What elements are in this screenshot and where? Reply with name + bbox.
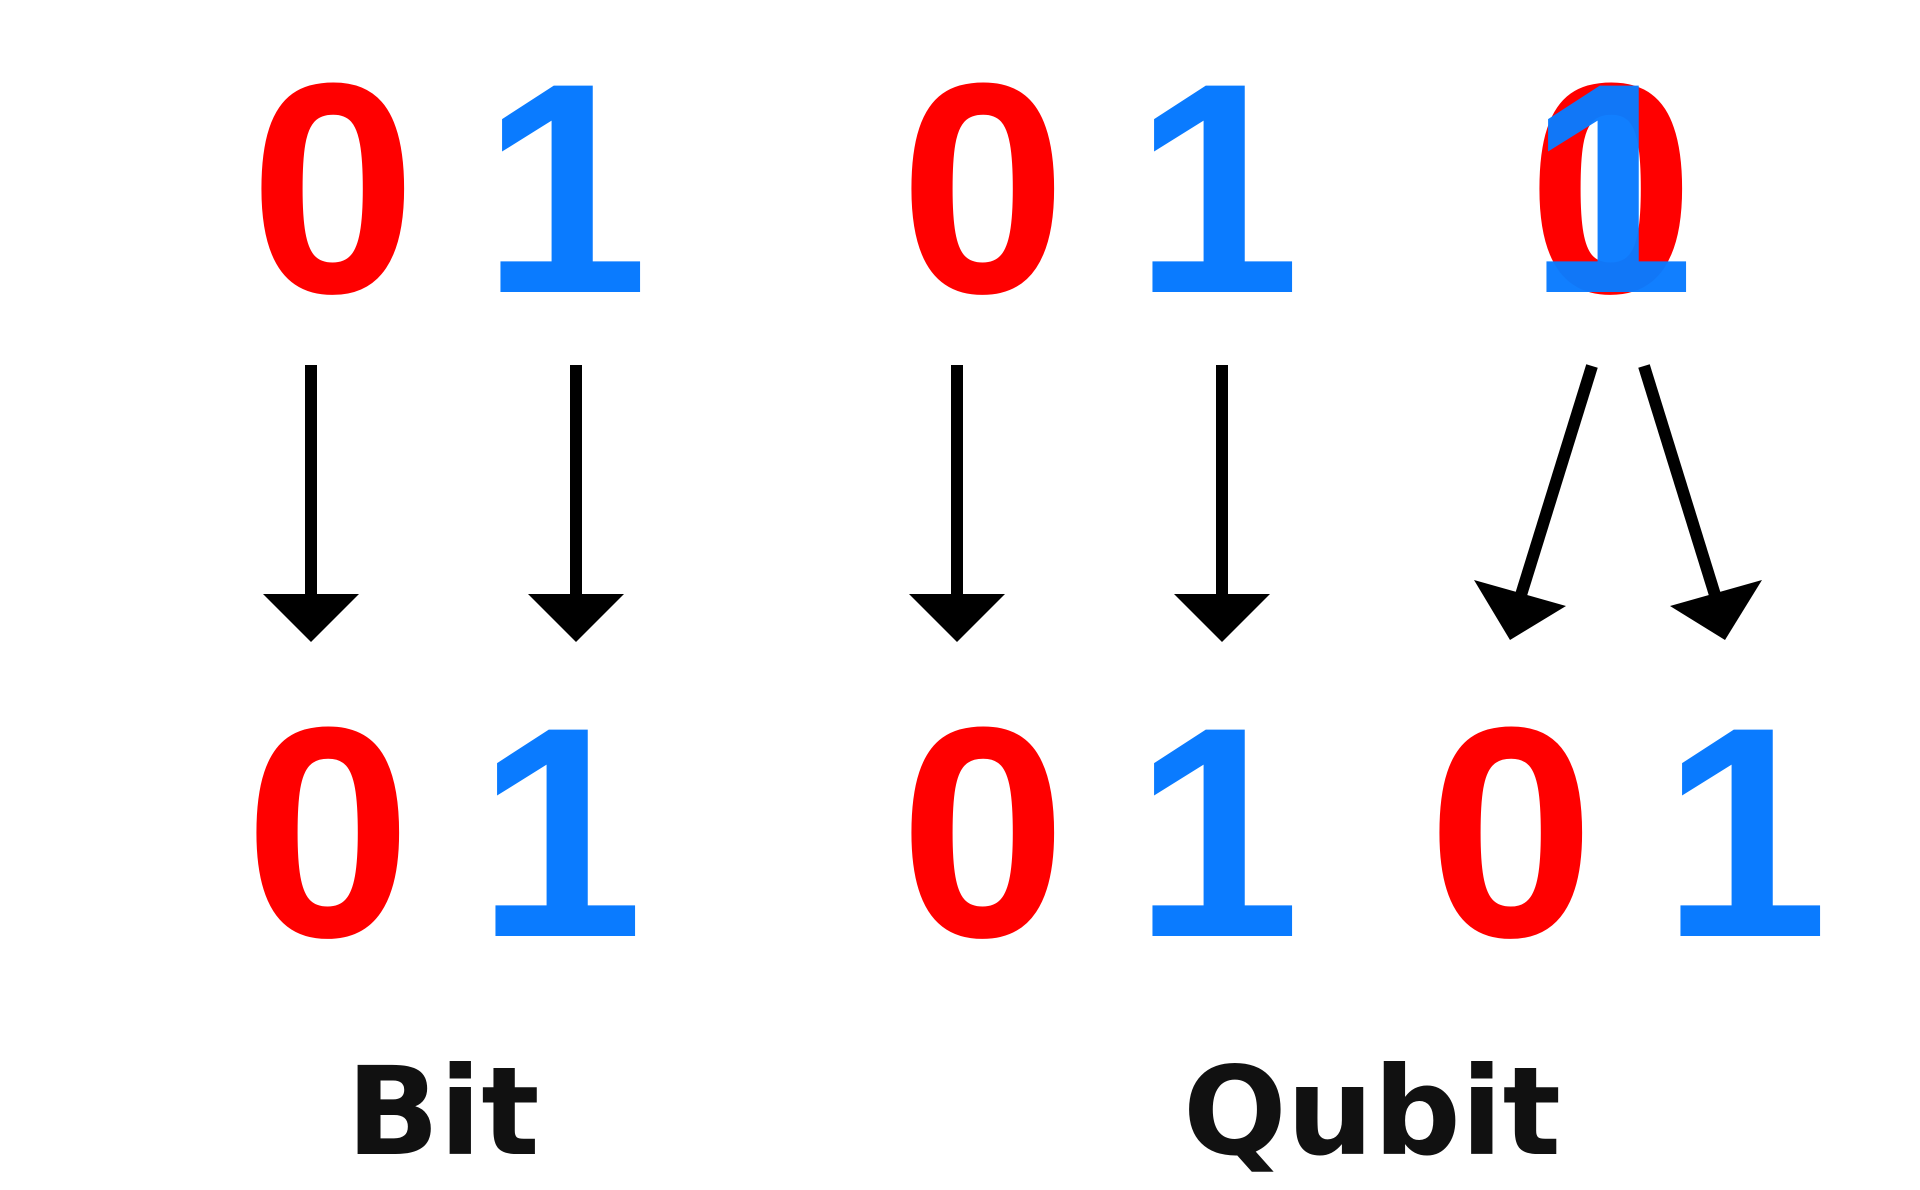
superposition-zero: 0: [1528, 20, 1695, 356]
bit-output-zero: 0: [245, 664, 412, 1000]
bit-output-one: 1: [477, 664, 644, 1000]
qubit-output-superposition-zero: 0: [1428, 664, 1595, 1000]
qubit-label: Qubit: [1183, 1041, 1561, 1183]
superposition-arrow-left: [1474, 364, 1598, 640]
qubit-arrow-one: [1174, 365, 1270, 642]
qubit-input-zero: 0: [900, 20, 1067, 356]
qubit-output-superposition-one: 1: [1662, 664, 1829, 1000]
bit-arrow-zero: [263, 365, 359, 642]
qubit-superposition: 0 1: [1528, 20, 1695, 356]
qubit-output-zero: 0: [900, 664, 1067, 1000]
superposition-one: 1: [1528, 20, 1695, 356]
bit-input-one: 1: [482, 20, 649, 356]
bit-input-zero: 0: [250, 20, 417, 356]
qubit-output-one: 1: [1134, 664, 1301, 1000]
bit-arrow-one: [528, 365, 624, 642]
superposition-arrow-right: [1638, 364, 1762, 640]
bit-label: Bit: [346, 1041, 539, 1183]
qubit-arrow-zero: [909, 365, 1005, 642]
qubit-input-one: 1: [1134, 20, 1301, 356]
